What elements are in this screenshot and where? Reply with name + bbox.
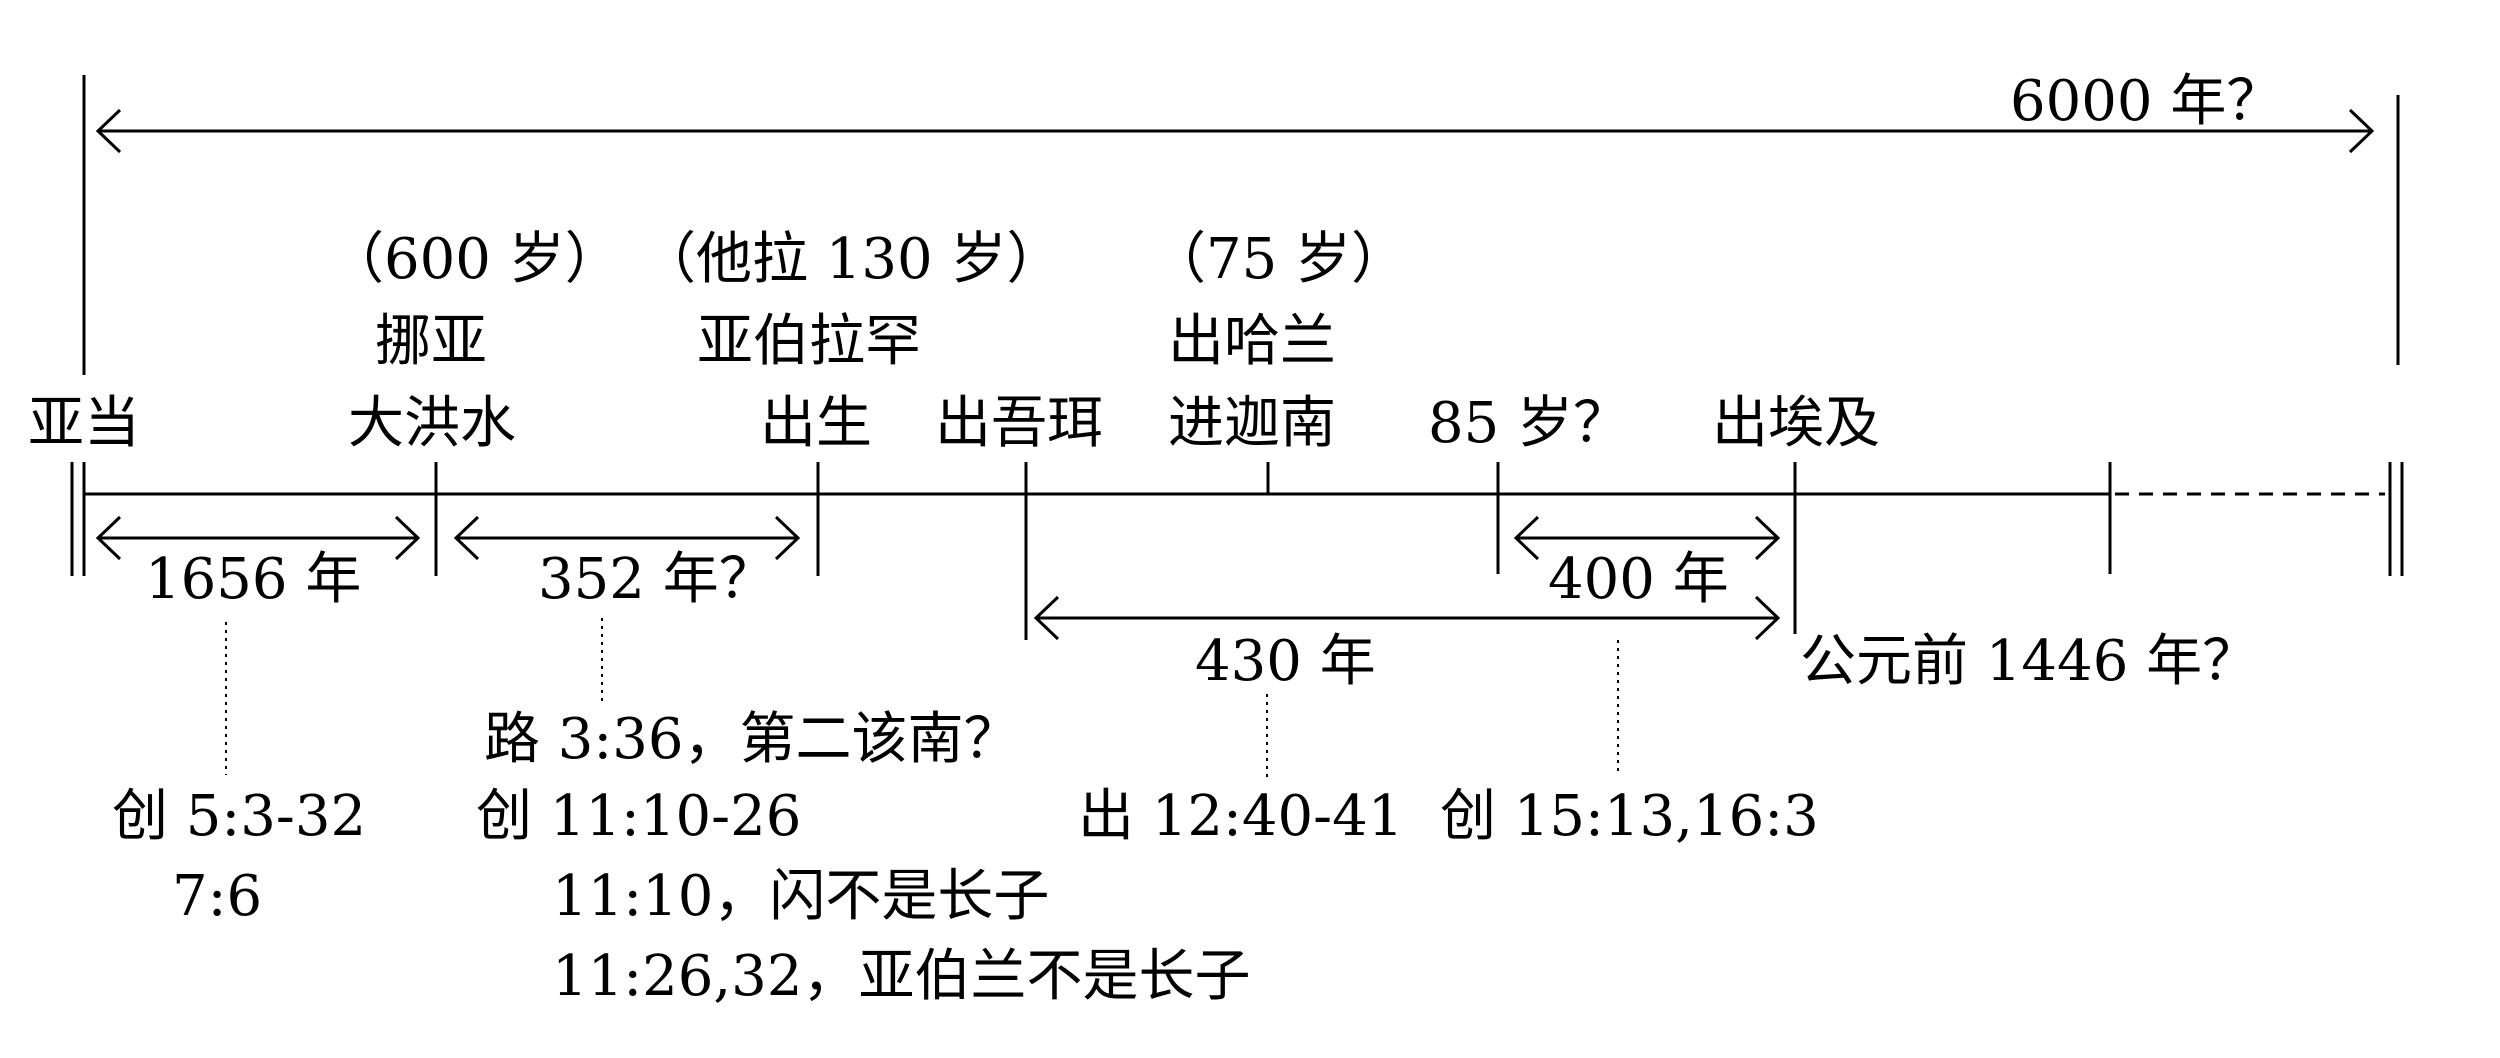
interval-430-right-head xyxy=(1754,595,1781,641)
ref-gen7: 7:6 xyxy=(172,864,262,929)
ref-ex12: 出 12:40-41 xyxy=(1078,784,1403,849)
label-flood: 大洪水 xyxy=(348,391,516,456)
label-ur: 出吾珥 xyxy=(935,391,1103,456)
span-label: 6000 年？ xyxy=(2010,69,2282,134)
span-arrow-right-head xyxy=(2348,108,2375,154)
label-exodus: 出埃及 xyxy=(1712,391,1880,456)
interval-1656-label: 1656 年 xyxy=(145,547,361,612)
ref-gen11-26: 11:26,32，亚伯兰不是长子 xyxy=(552,944,1250,1009)
label-haran-age: （75 岁） xyxy=(1150,227,1407,292)
label-canaan: 进迦南 xyxy=(1168,391,1336,456)
label-noah-age: （600 岁） xyxy=(328,227,621,292)
interval-352-right-head xyxy=(774,515,801,561)
interval-400-label: 400 年 xyxy=(1548,547,1729,612)
interval-1656-right-head xyxy=(394,515,421,561)
ref-gen11: 创 11:10-26 xyxy=(476,784,801,849)
label-terah-age: （他拉 130 岁） xyxy=(640,227,1063,292)
ref-gen11-10: 11:10，闪不是长子 xyxy=(552,864,1049,929)
label-abram: 亚伯拉罕 xyxy=(697,309,921,374)
interval-1656-left-head xyxy=(95,515,122,561)
interval-430-left-head xyxy=(1033,595,1060,641)
span-arrow-left-head xyxy=(95,108,122,154)
ref-gen5: 创 5:3-32 xyxy=(112,784,366,849)
label-noah: 挪亚 xyxy=(375,309,487,374)
ref-luke: 路 3:36，第二该南？ xyxy=(484,707,1020,772)
interval-400-left-head xyxy=(1513,515,1540,561)
interval-430-label: 430 年 xyxy=(1195,629,1376,694)
exodus-date-label: 公元前 1446 年？ xyxy=(1800,629,2258,694)
ref-gen15: 创 15:13,16:3 xyxy=(1440,784,1819,849)
label-birth: 出生 xyxy=(760,391,872,456)
label-age85: 85 岁？ xyxy=(1428,391,1629,456)
label-haran: 出哈兰 xyxy=(1168,309,1336,374)
interval-352-label: 352 年？ xyxy=(538,547,775,612)
label-adam: 亚当 xyxy=(28,391,140,456)
interval-352-left-head xyxy=(453,515,480,561)
interval-400-right-head xyxy=(1754,515,1781,561)
